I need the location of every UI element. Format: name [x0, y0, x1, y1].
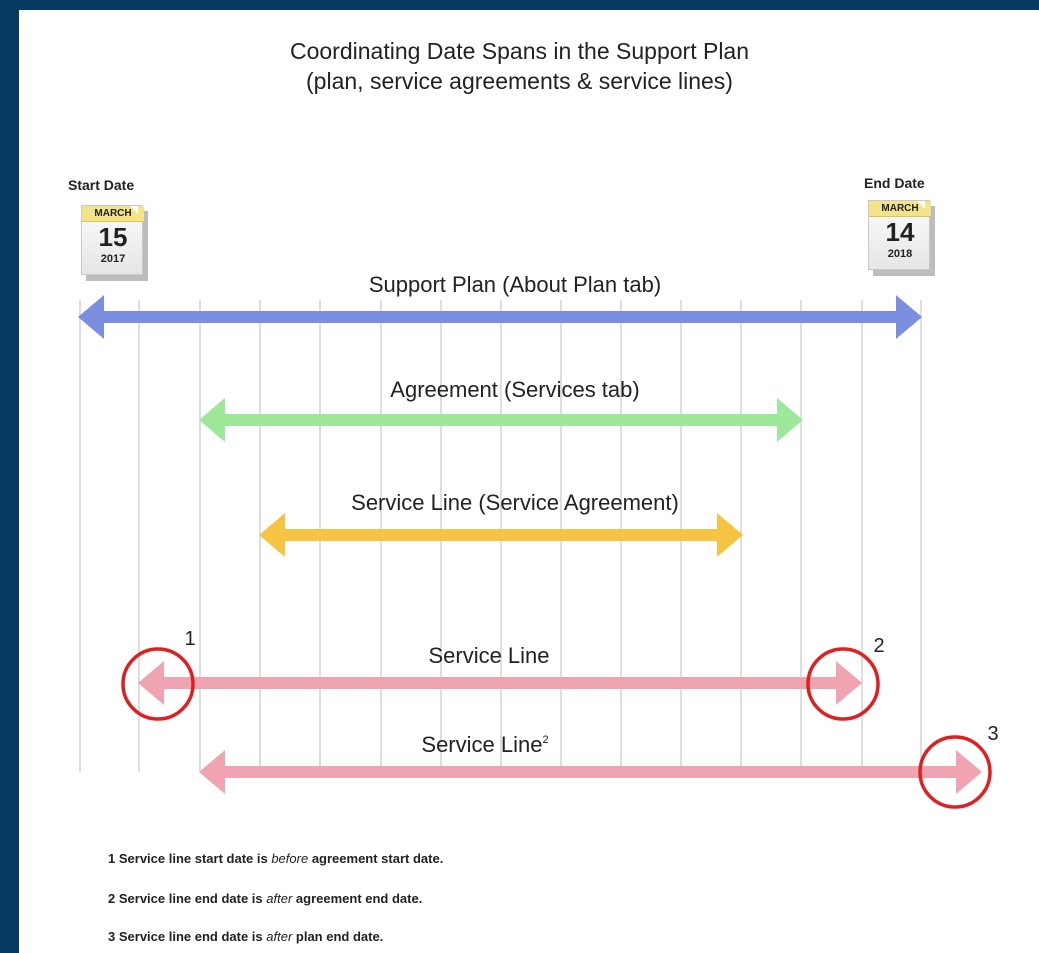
- end-month: MARCH: [869, 201, 931, 217]
- span-label: Service Line (Service Agreement): [351, 490, 679, 515]
- start-year: 2017: [100, 253, 126, 265]
- violation-markers: 1 2 3: [121, 628, 999, 809]
- span-arrow: [259, 513, 743, 557]
- span-arrow: [199, 750, 982, 794]
- violation-circle: [918, 735, 992, 809]
- span-arrows: [78, 295, 982, 794]
- diagram-panel: [19, 10, 1039, 953]
- footnote-3: 3 Service line end date is after plan en…: [108, 929, 384, 944]
- span-label: Support Plan (About Plan tab): [369, 272, 661, 297]
- violation-circle: [806, 647, 880, 721]
- start-day: 15: [98, 222, 128, 252]
- span-label: Service Line: [428, 643, 549, 668]
- span-arrow: [138, 661, 862, 705]
- title-line-2: (plan, service agreements & service line…: [306, 68, 733, 94]
- span-label-superscript: 2: [542, 734, 548, 746]
- end-date-label: End Date: [864, 175, 925, 191]
- end-day: 14: [885, 217, 915, 247]
- end-year: 2018: [887, 248, 913, 260]
- span-label: Agreement (Services tab): [390, 377, 639, 402]
- title-line-1: Coordinating Date Spans in the Support P…: [289, 38, 750, 64]
- span-label: Service Line2: [421, 732, 548, 757]
- violation-number: 1: [184, 628, 195, 650]
- violation-number: 2: [873, 635, 884, 657]
- end-calendar-icon: MARCH 14 2018: [868, 200, 935, 276]
- span-arrow: [78, 295, 922, 339]
- start-month: MARCH: [82, 206, 144, 222]
- footnote-2: 2 Service line end date is after agreeme…: [108, 891, 423, 906]
- footnote-1: 1 Service line start date is before agre…: [108, 851, 444, 866]
- span-labels: Support Plan (About Plan tab) Agreement (…: [351, 272, 679, 757]
- violation-number: 3: [987, 723, 998, 745]
- span-arrow: [199, 398, 803, 442]
- start-calendar-icon: MARCH 15 2017: [81, 205, 148, 281]
- diagram-title: Coordinating Date Spans in the Support P…: [0, 36, 1039, 96]
- violation-circle: [121, 647, 195, 721]
- start-date-label: Start Date: [68, 177, 135, 193]
